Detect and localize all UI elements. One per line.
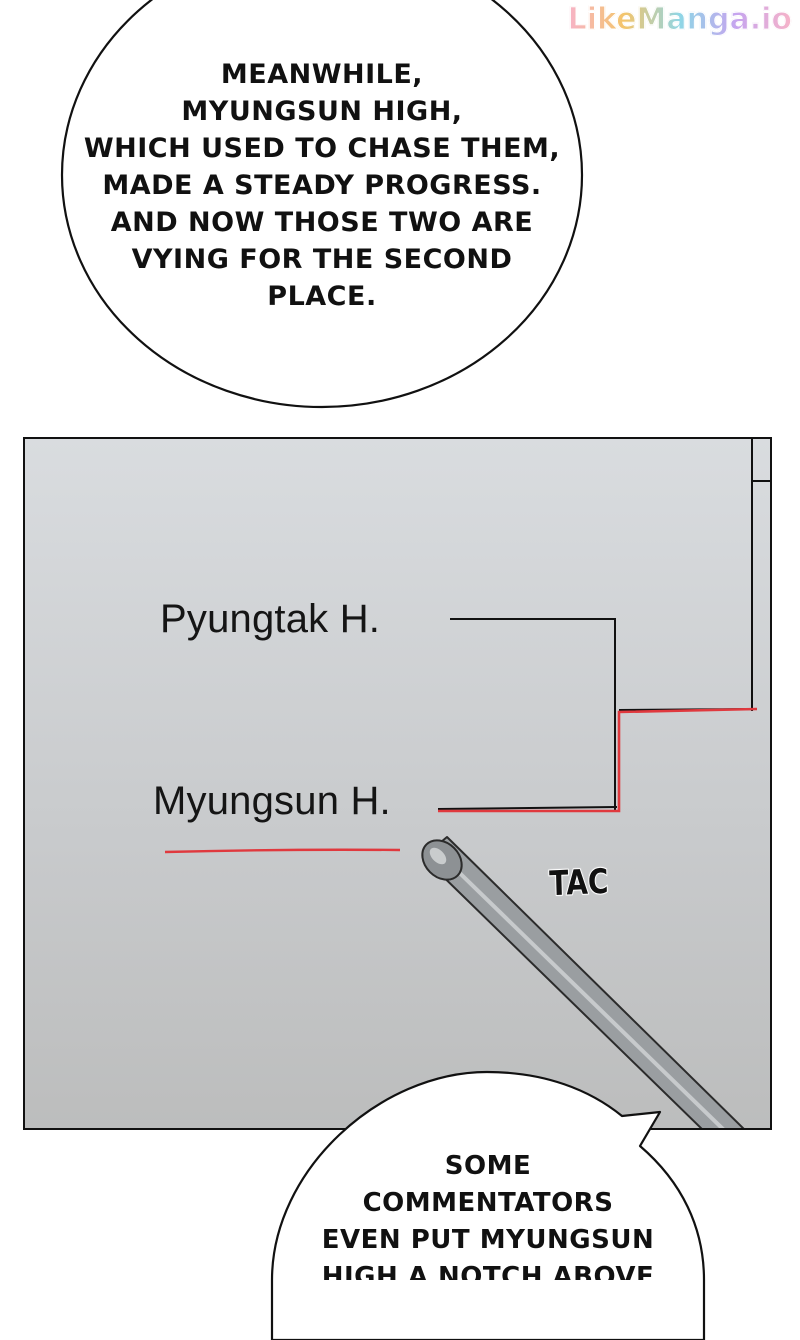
speech-bubble-top	[60, 0, 584, 409]
speech-line: MADE A STEADY PROGRESS.	[102, 170, 542, 201]
pointer-stick	[421, 836, 745, 1128]
speech-line: HIGH A NOTCH ABOVE	[321, 1262, 655, 1280]
speech-text-top: MEANWHILE, MYUNGSUN HIGH, WHICH USED TO …	[62, 56, 582, 315]
speech-bubble-bottom	[270, 1070, 706, 1340]
speech-text-bottom: SOME COMMENTATORS EVEN PUT MYUNGSUN HIGH…	[286, 1148, 690, 1280]
watermark-logo: LikeManga.io	[567, 2, 792, 38]
speech-line: WHICH USED TO CHASE THEM,	[83, 133, 561, 164]
sound-effect-tac: TAC	[548, 861, 610, 905]
bracket-line-bottom	[437, 806, 618, 810]
team-label-myungsun: Myungsun H.	[153, 779, 391, 823]
red-advance-path	[438, 707, 758, 813]
speech-line: EVEN PUT MYUNGSUN	[321, 1225, 655, 1255]
speech-line: VYING FOR THE SECOND	[131, 244, 513, 275]
bracket-line-top	[450, 618, 616, 811]
red-underline	[164, 848, 401, 854]
team-label-pyungtak: Pyungtak H.	[160, 597, 381, 641]
speech-line: SOME	[444, 1151, 532, 1181]
speech-line: COMMENTATORS	[362, 1188, 614, 1218]
speech-line: MEANWHILE,	[220, 59, 424, 90]
bracket-panel: Pyungtak H. Myungsun H. TAC	[23, 437, 772, 1130]
tournament-bracket-drawing	[164, 439, 770, 1128]
speech-line: MYUNGSUN HIGH,	[181, 96, 463, 127]
speech-line: PLACE.	[267, 281, 377, 312]
speech-line: AND NOW THOSE TWO ARE	[110, 207, 534, 238]
